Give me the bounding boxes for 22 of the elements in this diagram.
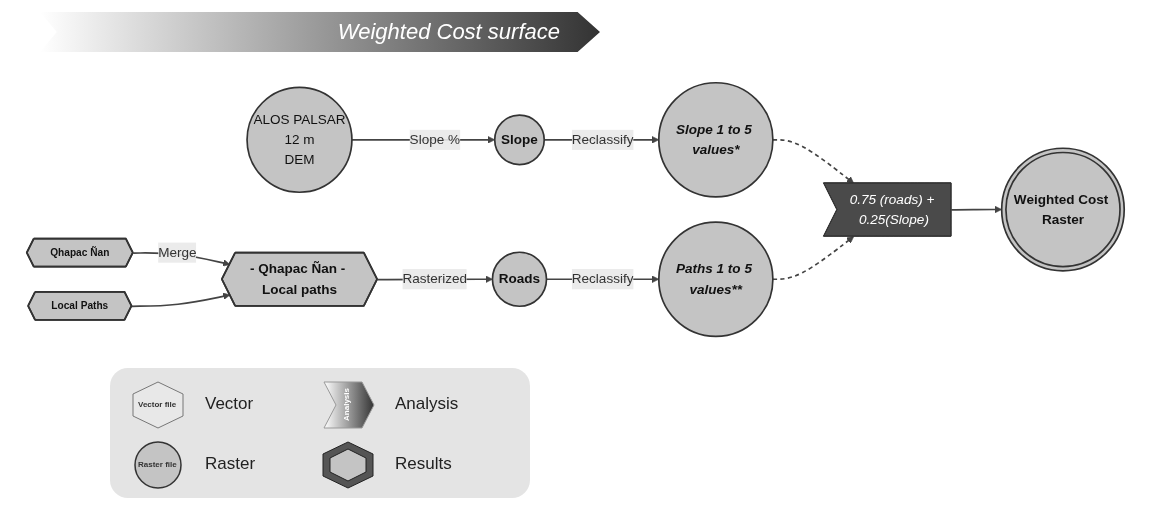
symbol-text: Vector file [138,400,177,409]
edge-label: Reclassify [571,272,634,287]
legend-label: Analysis [395,394,459,414]
arrow [131,293,231,308]
arrow [772,236,855,281]
edge-label: Slope % [409,132,460,148]
node-circle: ALOS PALSAR 12 m DEM [246,87,353,194]
arrow [950,206,1002,214]
edge-label: Reclassify [571,132,634,148]
node-circle: Weighted Cost Raster [1000,147,1126,273]
arrow [772,139,855,185]
title: Weighted Cost surface [337,19,560,45]
node-circle: Slope [493,114,546,166]
legend-label: Results [395,454,452,474]
edge-label: Rasterized [402,272,468,287]
legend-label: Raster [205,454,256,474]
node-circle: Roads [491,251,548,308]
symbol-text: Analysis [341,388,351,421]
node-circle: Paths 1 to 5 values** [657,221,774,338]
edge-label: Merge [158,245,197,260]
legend-label: Vector [205,394,254,414]
node-circle: Slope 1 to 5 values* [657,82,774,199]
